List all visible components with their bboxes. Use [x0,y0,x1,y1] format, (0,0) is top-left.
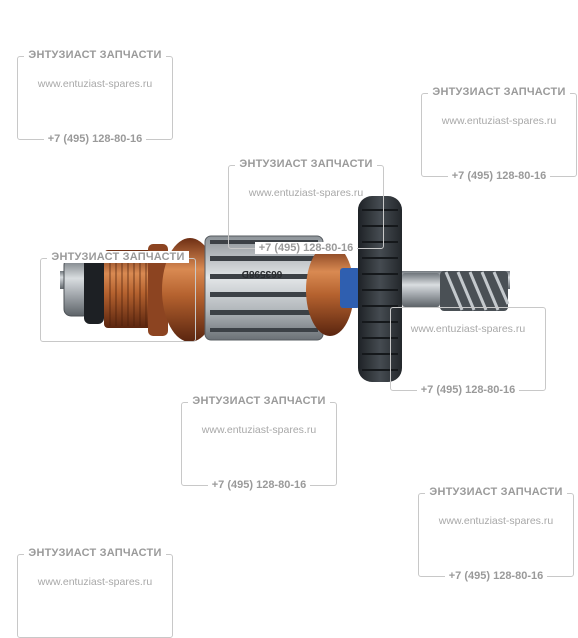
watermark: ЭНТУЗИАСТ ЗАПЧАСТИ www.entuziast-spares.… [181,395,337,491]
watermark-company: ЭНТУЗИАСТ ЗАПЧАСТИ [188,395,330,407]
watermark-phone: +7 (495) 128-80-16 [254,242,358,254]
part-number-label: 663598D [242,268,283,279]
watermark-company: ЭНТУЗИАСТ ЗАПЧАСТИ [47,251,189,263]
watermark-website: www.entuziast-spares.ru [37,78,153,90]
watermark-website: www.entuziast-spares.ru [248,187,364,199]
watermark: ЭНТУЗИАСТ ЗАПЧАСТИ [40,251,196,342]
fan-blades [362,209,398,371]
watermark-phone: +7 (495) 128-80-16 [416,384,520,396]
watermark-company: ЭНТУЗИАСТ ЗАПЧАСТИ [425,486,567,498]
watermark: ЭНТУЗИАСТ ЗАПЧАСТИ www.entuziast-spares.… [421,86,577,182]
armature-photo: 663598D [60,196,510,382]
watermark-website: www.entuziast-spares.ru [438,515,554,527]
commutator-segments [109,252,147,326]
watermark-phone: +7 (495) 128-80-16 [207,479,311,491]
watermark: ЭНТУЗИАСТ ЗАПЧАСТИ www.entuziast-spares.… [418,486,574,582]
spindle [402,273,440,307]
watermark-company: ЭНТУЗИАСТ ЗАПЧАСТИ [24,547,166,559]
winding-left [162,238,218,342]
winding-right [306,244,354,336]
watermark-website: www.entuziast-spares.ru [441,115,557,127]
watermark: ЭНТУЗИАСТ ЗАПЧАСТИ www.entuziast-spares.… [17,547,173,638]
watermark-company: ЭНТУЗИАСТ ЗАПЧАСТИ [235,158,377,170]
insulator-sleeve [340,268,360,308]
watermark-website: www.entuziast-spares.ru [410,323,526,335]
bearing-ring [84,252,104,324]
watermark-phone: +7 (495) 128-80-16 [447,170,551,182]
watermark-phone: +7 (495) 128-80-16 [43,133,147,145]
watermark-company: ЭНТУЗИАСТ ЗАПЧАСТИ [24,49,166,61]
watermark-website: www.entuziast-spares.ru [201,424,317,436]
watermark: ЭНТУЗИАСТ ЗАПЧАСТИ www.entuziast-spares.… [17,49,173,145]
watermark: ЭНТУЗИАСТ ЗАПЧАСТИ www.entuziast-spares.… [228,158,384,254]
watermark-phone: +7 (495) 128-80-16 [444,570,548,582]
commutator-risers [148,244,168,336]
watermark: www.entuziast-spares.ru +7 (495) 128-80-… [390,307,546,396]
pinion-gear [440,271,510,311]
watermark-company: ЭНТУЗИАСТ ЗАПЧАСТИ [428,86,570,98]
